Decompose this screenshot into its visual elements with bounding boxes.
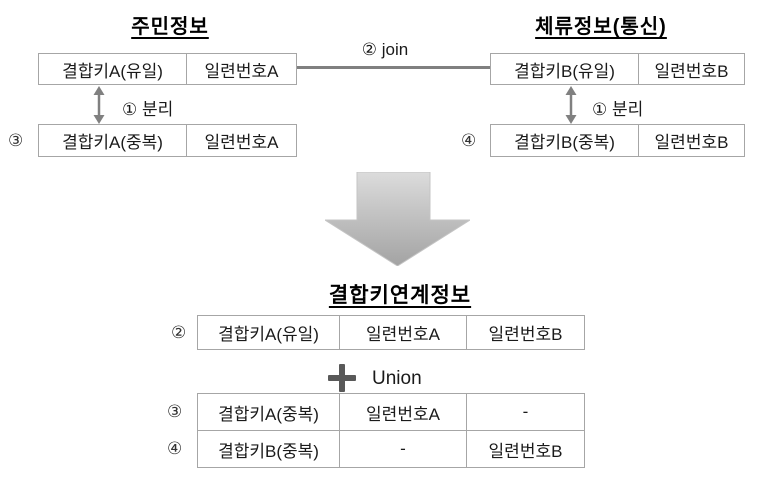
linkage-join-key-cell: 결합키A(유일) (218, 325, 319, 344)
linkage-row-b-serial-a-cell: - (339, 431, 466, 467)
linkage-join-row: 결합키A(유일) 일련번호A 일련번호B (197, 315, 585, 350)
stay-dup-marker: ④ (461, 131, 477, 150)
resident-dup-serial-cell: 일련번호A (186, 125, 296, 156)
resident-title: 주민정보 (131, 16, 209, 38)
resident-unique-key-cell: 결합키A(유일) (62, 61, 163, 81)
resident-unique-serial-cell: 일련번호A (186, 54, 296, 84)
join-label: ② join (361, 40, 409, 59)
split-double-arrow-icon (93, 86, 105, 124)
linkage-join-serial-a-cell: 일련번호A (339, 316, 466, 349)
stay-dup-serial-cell: 일련번호B (638, 125, 744, 156)
linkage-row-b-marker: ④ (167, 439, 183, 458)
linkage-row-a-marker: ③ (167, 402, 183, 421)
join-line (297, 66, 490, 69)
linkage-join-serial-b-cell: 일련번호B (466, 316, 584, 349)
stay-unique-serial-cell: 일련번호B (638, 54, 744, 84)
resident-split-label: ① 분리 (122, 100, 174, 119)
resident-dup-key-cell: 결합키A(중복) (62, 133, 163, 152)
linkage-row-b-key-cell: 결합키B(중복) (218, 441, 319, 461)
stay-unique-key-cell: 결합키B(유일) (514, 61, 615, 81)
stay-split-label: ① 분리 (592, 100, 644, 119)
union-plus-icon (328, 364, 356, 392)
stay-dup-key-cell: 결합키B(중복) (514, 133, 615, 152)
linkage-row-a-serial-b-cell: - (466, 394, 584, 430)
linkage-title: 결합키연계정보 (328, 284, 472, 307)
down-arrow-icon (325, 172, 470, 266)
linkage-row-a-key-cell: 결합키A(중복) (218, 404, 319, 424)
linkage-row-a-serial-a-cell: 일련번호A (339, 394, 466, 430)
stay-unique-row: 결합키B(유일) 일련번호B (490, 53, 745, 85)
stay-dup-row: 결합키B(중복) 일련번호B (490, 124, 745, 157)
table-row: 결합키A(중복) 일련번호A - (198, 394, 584, 430)
split-double-arrow-icon (565, 86, 577, 124)
table-row: 결합키B(중복) - 일련번호B (198, 430, 584, 467)
linkage-union-table: 결합키A(중복) 일련번호A - 결합키B(중복) - 일련번호B (197, 393, 585, 468)
linkage-join-row-marker: ② (171, 323, 187, 342)
resident-dup-marker: ③ (8, 131, 24, 150)
resident-unique-row: 결합키A(유일) 일련번호A (38, 53, 297, 85)
union-label: Union (372, 368, 422, 389)
stay-title: 체류정보(통신) (535, 16, 667, 38)
resident-dup-row: 결합키A(중복) 일련번호A (38, 124, 297, 157)
linkage-row-b-serial-b-cell: 일련번호B (466, 431, 584, 467)
